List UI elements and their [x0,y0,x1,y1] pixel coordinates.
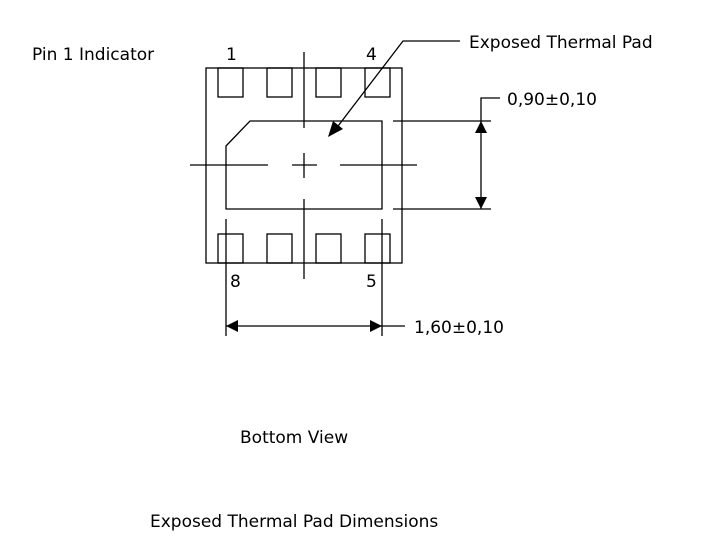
pad [315,67,342,98]
pin-8-label: 8 [230,272,241,292]
thermal-pad-leader [328,40,460,137]
pad [217,233,244,264]
top-pads [217,67,391,98]
pad [217,67,244,98]
pin-4-label: 4 [366,45,377,65]
pin1-indicator-label: Pin 1 Indicator [32,45,154,65]
pad [315,233,342,264]
center-lines [190,52,417,279]
pin-1-label: 1 [226,45,237,65]
arrow-down-icon [475,197,487,209]
pad [266,233,293,264]
height-dimension-label: 0,90±0,10 [507,90,597,110]
bottom-pads [217,233,391,264]
pad [364,67,391,98]
pad [266,67,293,98]
width-dimension-label: 1,60±0,10 [414,318,504,338]
pin-5-label: 5 [366,272,377,292]
arrow-right-icon [370,320,382,332]
pad [364,233,391,264]
height-dimension [393,97,500,210]
exposed-thermal-pad-label: Exposed Thermal Pad [469,33,653,53]
width-dimension [225,219,405,336]
caption: Exposed Thermal Pad Dimensions [150,512,438,532]
arrow-up-icon [475,121,487,133]
view-label: Bottom View [240,428,348,448]
arrow-left-icon [226,320,238,332]
leader-arrow-icon [328,121,343,137]
